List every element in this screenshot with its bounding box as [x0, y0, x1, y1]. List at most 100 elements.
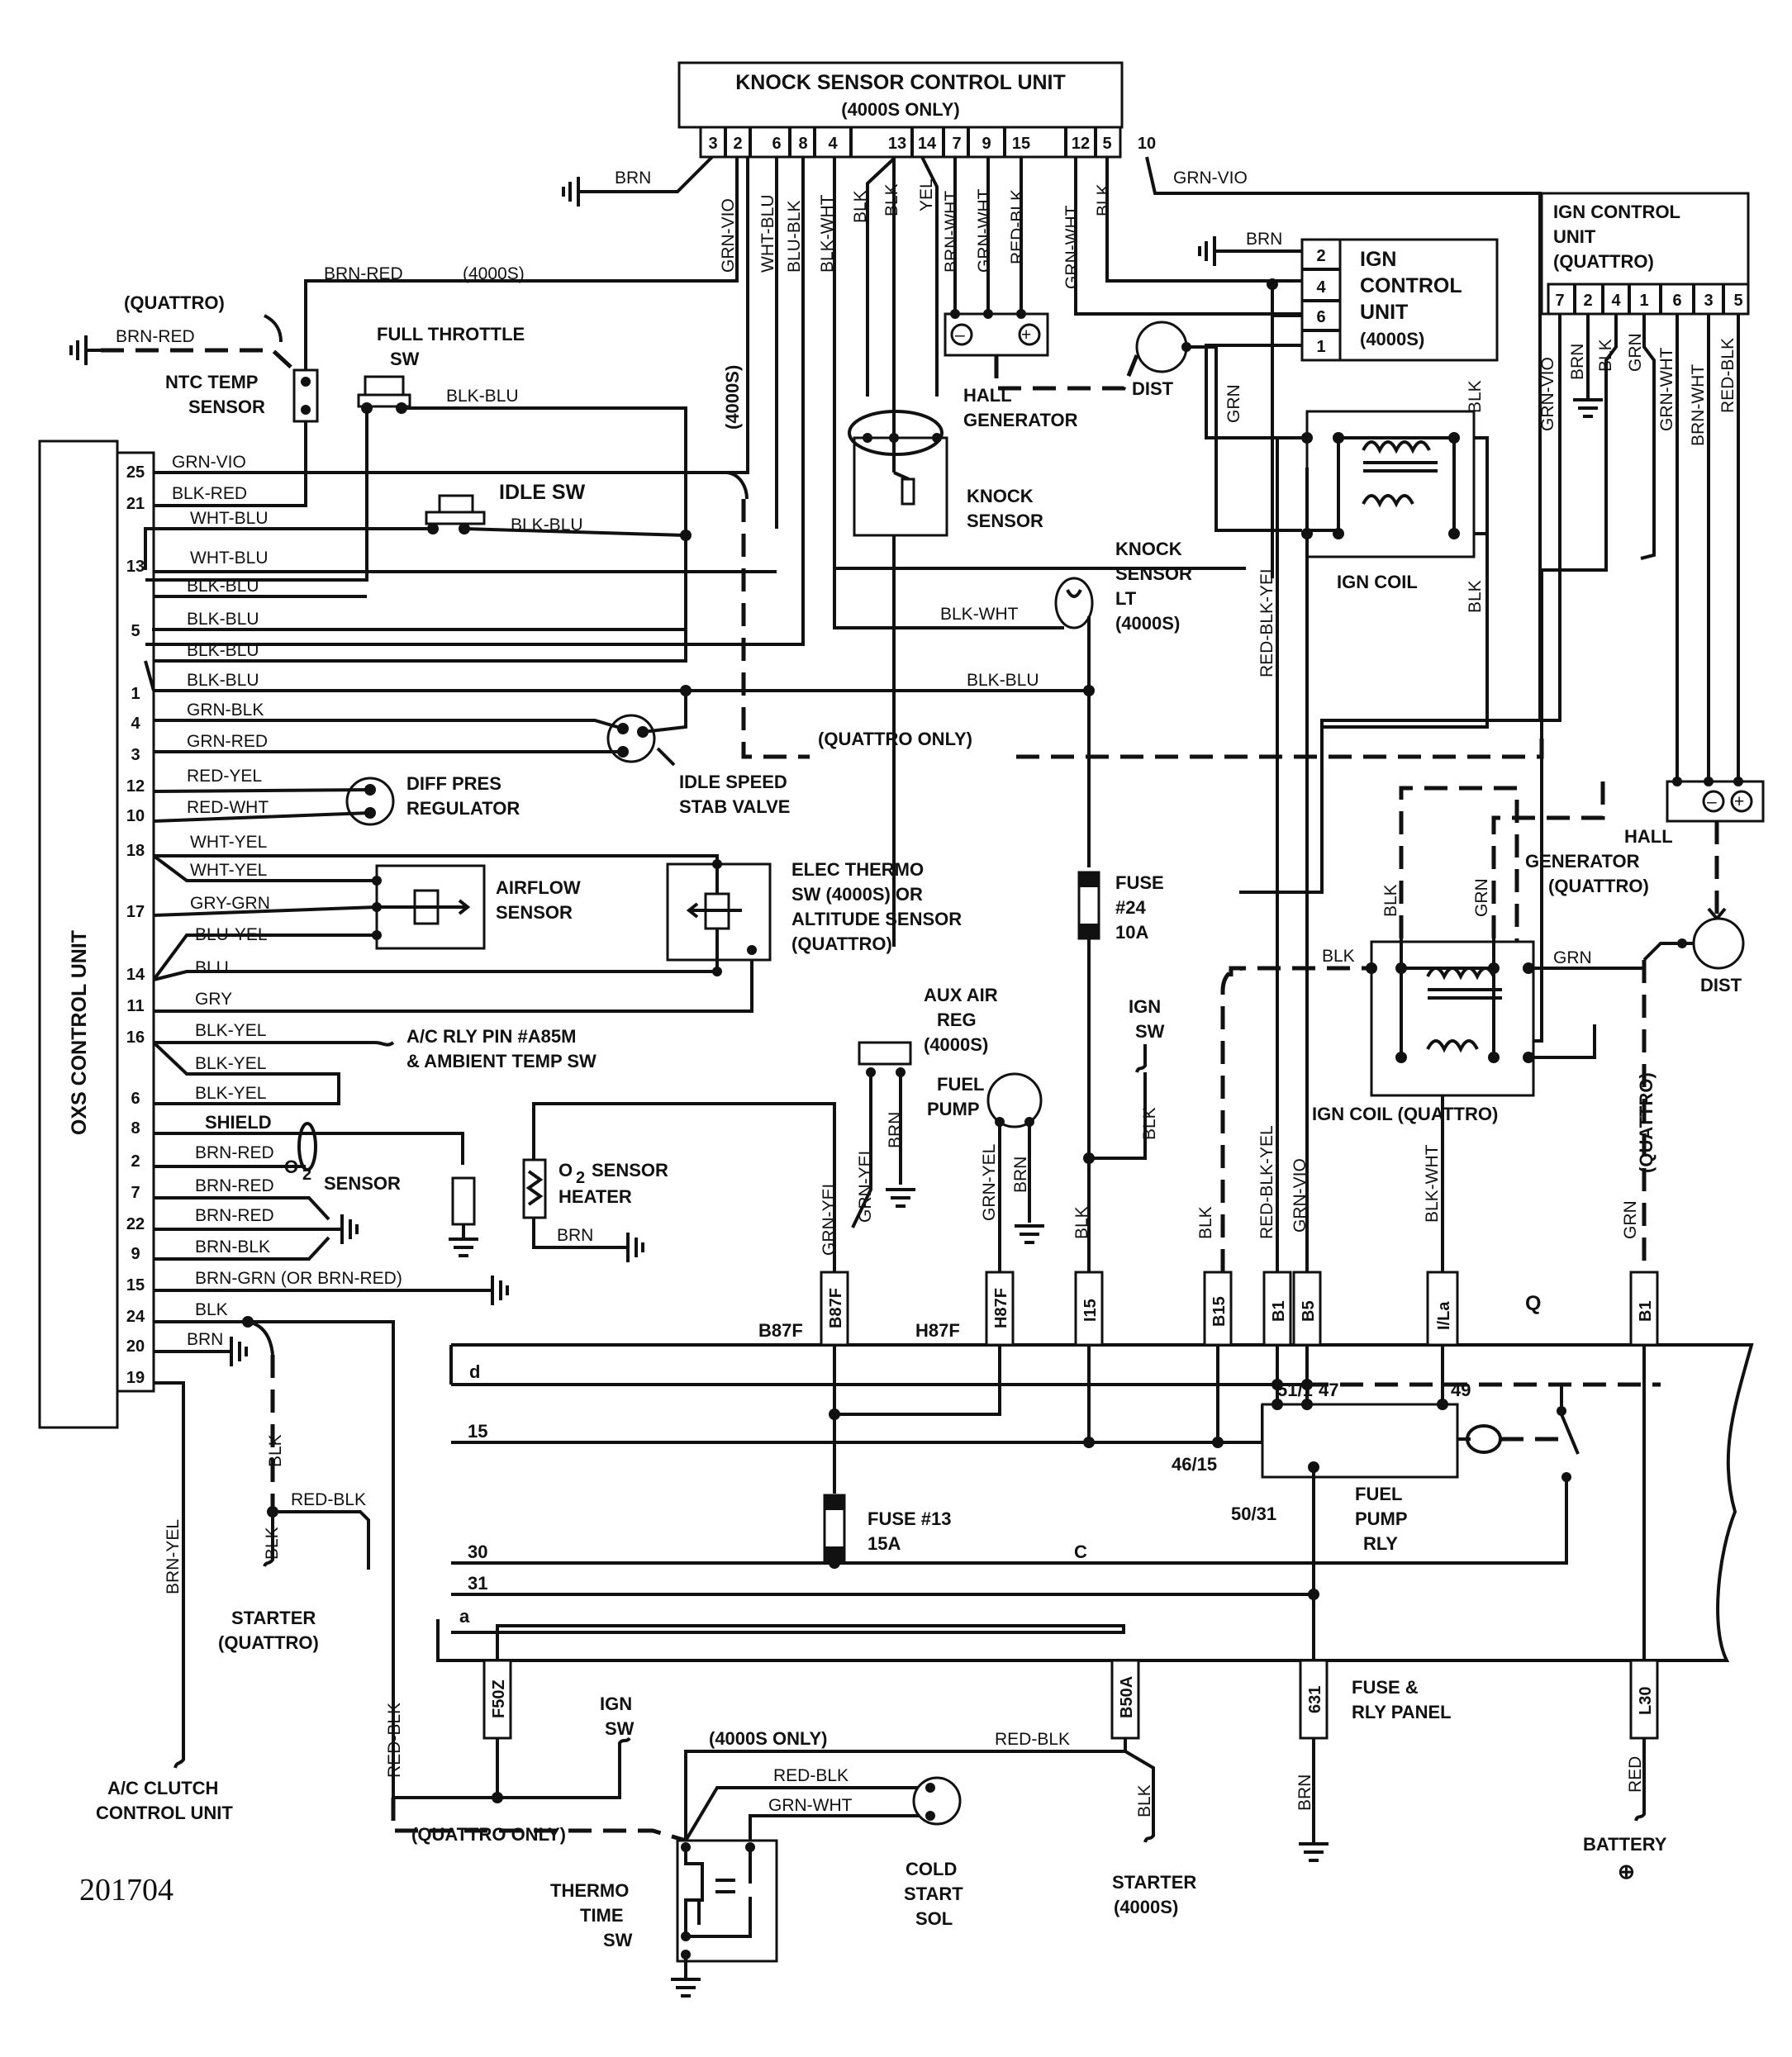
svg-text:B87F: B87F: [827, 1288, 845, 1328]
fpr-l2: PUMP: [1355, 1508, 1408, 1529]
ign4000-l2: CONTROL: [1360, 274, 1462, 297]
bus-a: a: [459, 1606, 470, 1627]
ign-coil-q-label: IGN COIL (QUATTRO): [1312, 1104, 1498, 1124]
afs-l2: SENSOR: [496, 902, 573, 923]
ac-l1: A/C RLY PIN #A85M: [406, 1026, 576, 1047]
wire-label-grn-wht-v2: GRN-WHT: [1062, 205, 1081, 289]
wire-label-grn-vio-v: GRN-VIO: [719, 198, 738, 273]
wire-label-red-blk-yel-coil: RED-BLK-YEL: [1257, 563, 1276, 677]
airflow-sensor: AIRFLOW SENSOR WHT-YEL WHT-YEL GRY-GRN B…: [152, 833, 753, 1013]
wire-label-grn-wht-q: GRN-WHT: [1657, 347, 1676, 431]
hall-generator-4000s: – + HALL GENERATOR DIST GRN: [944, 309, 1302, 532]
wire-label-blk-b15: BLK: [1196, 1206, 1215, 1239]
knock-ctrl-title: KNOCK SENSOR CONTROL UNIT: [735, 71, 1066, 94]
wire-label-brn-red-22: BRN-RED: [195, 1206, 274, 1225]
o2h-l3: HEATER: [559, 1186, 632, 1207]
ac-l2: & AMBIENT TEMP SW: [406, 1051, 597, 1071]
ground-icon: [671, 1978, 701, 1998]
ac-relay-wiring: BLK-YEL BLK-YEL BLK-YEL A/C RLY PIN #A85…: [152, 1021, 597, 1105]
ets-l3: ALTITUDE SENSOR: [791, 909, 962, 929]
ign-coil-4000s: IGN COIL BLK BLK RED-BLK-YEL: [1257, 380, 1489, 1279]
ign4000-pin-1: 1: [1316, 338, 1325, 356]
label-h87f: H87F: [915, 1320, 960, 1341]
oxs-pin: 2: [131, 1152, 140, 1171]
wire-label-blk-starter: BLK: [1135, 1784, 1154, 1817]
wire-label-brn: BRN: [615, 169, 651, 188]
svg-text:–: –: [1707, 792, 1717, 811]
connector-b87f: B87F: [820, 1271, 849, 1347]
wire-label-brn-wht-v: BRN-WHT: [942, 191, 961, 273]
svg-text:+: +: [1021, 325, 1031, 344]
wire-label-brn-fp: BRN: [1011, 1157, 1030, 1193]
o2-heater: [522, 1158, 547, 1219]
wire-label-grn-blk: GRN-BLK: [187, 701, 264, 720]
fp-l2: PUMP: [927, 1099, 980, 1119]
wire-label-grn-red: GRN-RED: [187, 732, 268, 751]
wire-label-gry-grn: GRY-GRN: [190, 894, 270, 913]
oxs-pin: 15: [126, 1276, 145, 1295]
ignsw-b-l2: SW: [605, 1718, 635, 1739]
wire-label-grn-wht-cs: GRN-WHT: [768, 1796, 853, 1815]
f13-l1: FUSE #13: [867, 1508, 952, 1529]
ignsw-b-l1: IGN: [600, 1694, 632, 1714]
wire-label-wht-blu-1: WHT-BLU: [190, 509, 269, 528]
oxs-pin: 24: [126, 1308, 145, 1326]
svg-text:B50A: B50A: [1118, 1676, 1136, 1718]
wire-label-grn-yel-fp: GRN-YEL: [980, 1144, 999, 1221]
ign4000-l3: UNIT: [1360, 301, 1408, 324]
wire-label-blk-coil1: BLK: [1466, 380, 1485, 413]
ignq-pin-2: 2: [1583, 292, 1592, 310]
oxs-pin: 20: [126, 1337, 145, 1356]
ac-clutch-l1: A/C CLUTCH: [107, 1778, 218, 1798]
wire-label-brn-aux: BRN: [886, 1112, 905, 1148]
oxs-pin: 21: [126, 495, 145, 513]
distributor-4000s: [1135, 321, 1188, 373]
tts-l1: THERMO: [550, 1880, 629, 1901]
wire-label-brn-grn: BRN-GRN (OR BRN-RED): [195, 1269, 402, 1288]
ignq-pin-3: 3: [1704, 292, 1713, 310]
connector-b1: B1: [1262, 1271, 1292, 1347]
ign-coil-label: IGN COIL: [1337, 572, 1418, 592]
node-49: 49: [1451, 1380, 1471, 1400]
wire-label-grn-vio-b5: GRN-VIO: [1291, 1158, 1310, 1233]
ignq-pin-4: 4: [1611, 292, 1621, 310]
svg-text:I15: I15: [1081, 1299, 1100, 1322]
ground-icon: [886, 1188, 915, 1208]
wire-label-blk-24: BLK: [195, 1300, 228, 1319]
wire-label-brn-q: BRN: [1568, 344, 1587, 380]
ground-icon: [69, 335, 101, 365]
wire-label-red-blk-starter: RED-BLK: [995, 1730, 1070, 1749]
svg-text:+: +: [1734, 792, 1744, 811]
connector-i15: I15: [1074, 1271, 1104, 1347]
wire-label-wht-yel-1: WHT-YEL: [190, 833, 267, 852]
o2h-sub: 2: [576, 1169, 585, 1187]
distq-label: DIST: [1700, 975, 1742, 995]
wire-label-grn-yel-b87: GRN-YEL: [820, 1179, 839, 1256]
ntc-l1: NTC TEMP: [165, 372, 258, 392]
wire-label-blk-ignsw: BLK: [1140, 1107, 1159, 1140]
oxs-pins: 25 21 13 5 1 4 3 12 10 18 17 14 11 16 6 …: [126, 463, 145, 1387]
bus-c: C: [1074, 1542, 1087, 1562]
f24-l2: #24: [1115, 897, 1146, 918]
oxs-title: OXS CONTROL UNIT: [68, 930, 91, 1135]
wire-label-blk-cq: BLK: [1381, 884, 1400, 917]
knock-pin-14: 14: [918, 135, 937, 153]
fts-l2: SW: [390, 349, 420, 369]
wire-label-brn-red: BRN-RED: [324, 264, 403, 283]
oxs-pin: 10: [126, 807, 145, 825]
wire-label-blk-blu-idle: BLK-BLU: [511, 515, 583, 534]
hall-generator-quattro: – + HALL GENERATOR (QUATTRO) DIST: [1525, 777, 1765, 995]
wire-label-blk-v2: BLK: [882, 183, 901, 216]
wire-label-brn-red-7: BRN-RED: [195, 1176, 274, 1195]
wire-label-red-wht: RED-WHT: [187, 798, 269, 817]
oxs-pin: 19: [126, 1369, 145, 1387]
ac-clutch-l2: CONTROL UNIT: [96, 1803, 233, 1823]
label-quattro: (QUATTRO): [124, 292, 225, 313]
connector-ila: I/La: [1426, 1271, 1459, 1347]
connector-b15: B15: [1203, 1271, 1233, 1347]
knock-ctrl-wiring: BRN BRN-RED (4000S) GRN-VIO GRN-VIO WHT-…: [145, 155, 1542, 947]
aux-l1: AUX AIR: [924, 985, 998, 1005]
wire-label-red-yel: RED-YEL: [187, 767, 262, 786]
ign4000-pin-2: 2: [1316, 247, 1325, 265]
ignq-pin-6: 6: [1672, 292, 1681, 310]
